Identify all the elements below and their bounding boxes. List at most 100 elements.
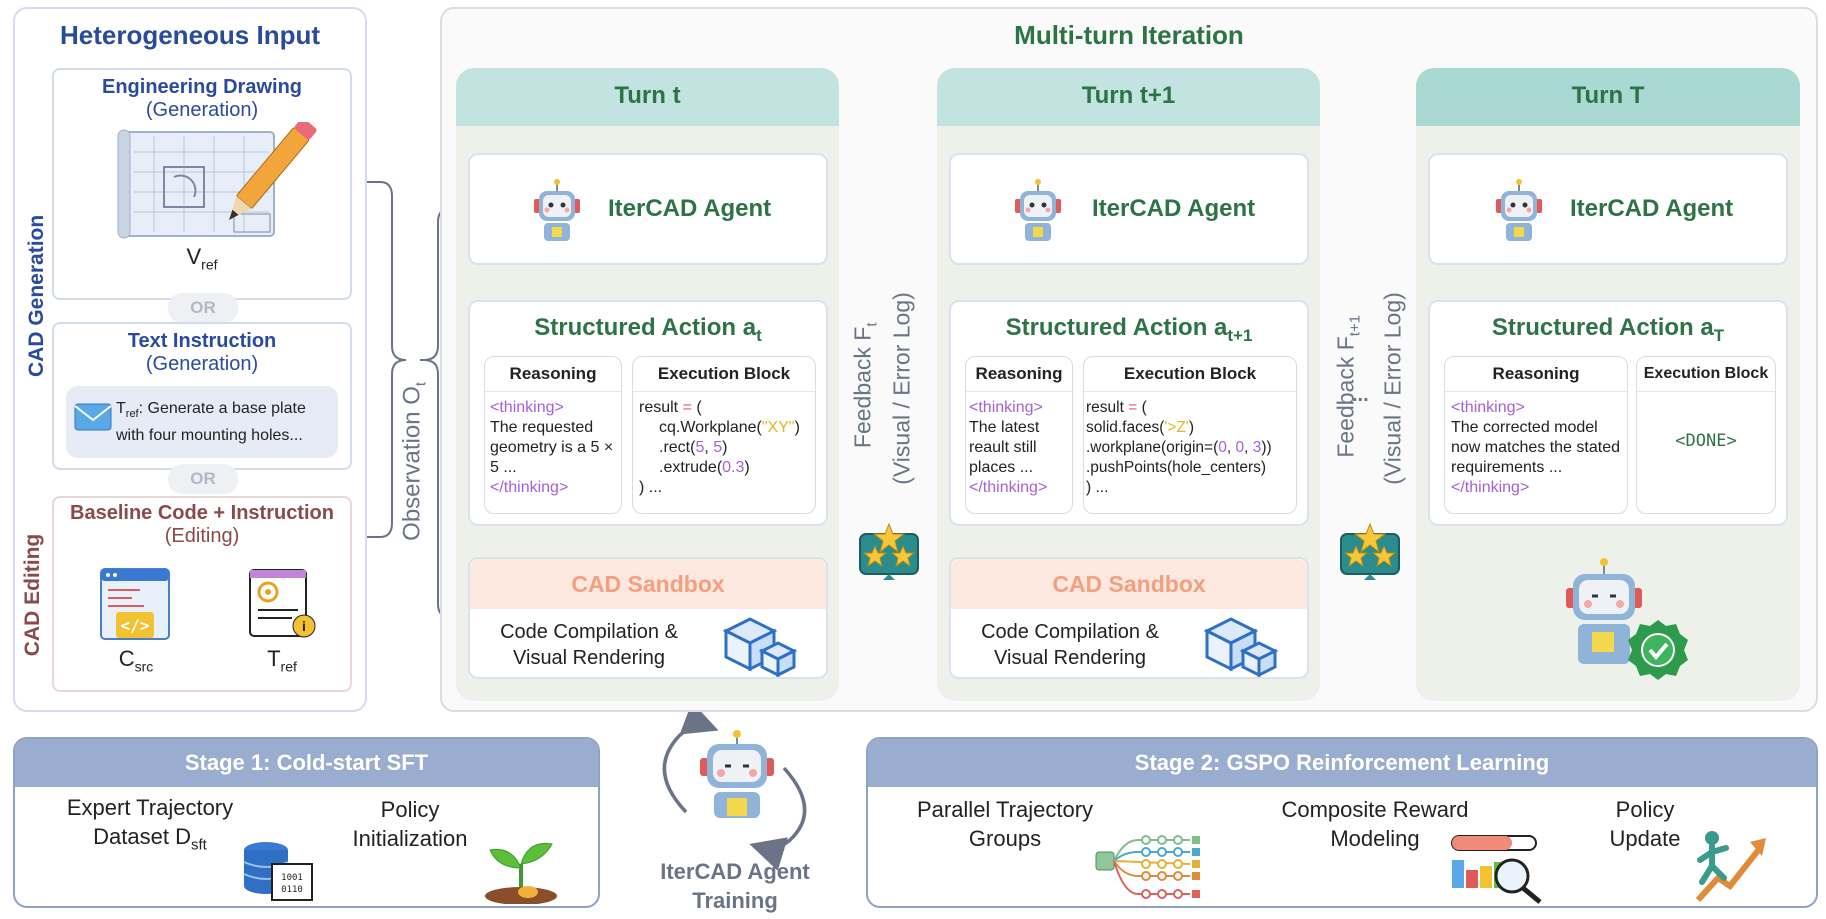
engineering-drawing-title: Engineering Drawing bbox=[101, 76, 303, 98]
training-robot-icon bbox=[700, 730, 774, 818]
feedback-t1-ellipsis: ... bbox=[1352, 384, 1369, 406]
turn-t1-sandbox-title: CAD Sandbox bbox=[951, 559, 1307, 609]
c-src-label: Csrc bbox=[118, 646, 154, 675]
training-label: IterCAD Agent Training bbox=[660, 859, 810, 913]
stage1-title: Stage 1: Cold-start SFT bbox=[15, 739, 598, 787]
turn-T-header: Turn T bbox=[1416, 68, 1800, 126]
thinking-close-tag: </thinking> bbox=[1451, 479, 1530, 496]
blueprint-pencil-icon bbox=[117, 122, 317, 239]
execution-header: Execution Block bbox=[633, 357, 815, 392]
baseline-code-subtitle: (Editing) bbox=[164, 525, 240, 547]
turn-T-reasoning-box: Reasoning <thinking> The corrected model… bbox=[1444, 356, 1628, 514]
text-instruction-title: Text Instruction bbox=[127, 330, 277, 352]
turn-t-header: Turn t bbox=[456, 68, 839, 126]
stage1-item-dataset: Expert Trajectory Dataset Dsft bbox=[66, 795, 234, 854]
cube-icon bbox=[1203, 617, 1279, 677]
reasoning-text: The corrected model now matches the stat… bbox=[1451, 419, 1620, 476]
document-settings-icon: i bbox=[249, 569, 316, 638]
v-ref-label: Vref bbox=[186, 244, 218, 273]
turn-T-execution-box: Execution Block <DONE> bbox=[1636, 356, 1776, 514]
baseline-code-box: Baseline Code + Instruction (Editing) </… bbox=[52, 496, 352, 692]
feedback-t-label: Feedback Ft bbox=[849, 322, 881, 449]
reward-magnifier-icon bbox=[1451, 835, 1542, 904]
turn-t-action-card: Structured Action at Reasoning <thinking… bbox=[468, 300, 828, 526]
turn-t-reasoning-box: Reasoning <thinking> The requested geome… bbox=[484, 356, 622, 514]
observation-label: Observation Ot bbox=[398, 381, 430, 541]
turn-t-execution-box: Execution Block result = ( cq.Workplane(… bbox=[632, 356, 816, 514]
feedback-t1-detail: (Visual / Error Log) bbox=[1379, 292, 1406, 485]
thinking-close-tag: </thinking> bbox=[490, 479, 569, 496]
stage2-box: Stage 2: GSPO Reinforcement Learning bbox=[866, 737, 1818, 908]
turn-t-code: result = ( cq.Workplane("XY") .rect(5, 5… bbox=[639, 399, 800, 496]
turn-T-agent-card: IterCAD Agent bbox=[1428, 153, 1788, 265]
training-cycle-left bbox=[662, 701, 719, 814]
turn-t1-sandbox-card: CAD Sandbox Code Compilation & Visual Re… bbox=[949, 557, 1309, 679]
stage1-item-policy-init: Policy Initialization bbox=[352, 797, 468, 851]
stage1-box: Stage 1: Cold-start SFT bbox=[13, 737, 600, 908]
reasoning-header: Reasoning bbox=[966, 357, 1072, 392]
turn-t1-action-card: Structured Action at+1 Reasoning <thinki… bbox=[949, 300, 1309, 526]
stage2-title: Stage 2: GSPO Reinforcement Learning bbox=[868, 739, 1816, 787]
cad-generation-side-label: CAD Generation bbox=[25, 214, 48, 377]
stage2-item-policy-update: Policy Update bbox=[1609, 797, 1681, 851]
feedback-t-detail: (Visual / Error Log) bbox=[888, 292, 915, 485]
turn-t-sandbox-title: CAD Sandbox bbox=[470, 559, 826, 609]
heterogeneous-input-title: Heterogeneous Input bbox=[59, 20, 320, 50]
turn-t1-reasoning-box: Reasoning <thinking> The latest reault s… bbox=[965, 356, 1073, 514]
engineering-drawing-box: Engineering Drawing (Generation) Vref bbox=[52, 68, 352, 300]
execution-header: Execution Block bbox=[1637, 357, 1775, 392]
reasoning-header: Reasoning bbox=[1445, 357, 1627, 392]
code-editor-icon: </> bbox=[100, 568, 170, 640]
cad-editing-side-label: CAD Editing bbox=[21, 533, 44, 657]
turn-T-action-title: Structured Action aT bbox=[1491, 314, 1725, 345]
t-ref-label: Tref bbox=[267, 646, 297, 675]
baseline-code-title: Baseline Code + Instruction bbox=[70, 502, 334, 524]
text-instruction-subtitle: (Generation) bbox=[145, 353, 259, 375]
cube-icon bbox=[722, 617, 798, 677]
turn-t1-sandbox-text: Code Compilation & Visual Rendering bbox=[981, 621, 1159, 669]
robot-icon bbox=[1496, 179, 1542, 241]
robot-icon bbox=[1015, 179, 1061, 241]
text-instruction-box: Text Instruction (Generation) Tref: Gene… bbox=[52, 322, 352, 470]
instruction-message-text: Tref: Generate a base plate with four mo… bbox=[116, 400, 306, 445]
turn-t-action-title: Structured Action at bbox=[534, 314, 762, 345]
sprout-icon bbox=[485, 842, 557, 904]
robot-success-icon bbox=[1566, 558, 1688, 680]
svg-text:0110: 0110 bbox=[281, 885, 303, 895]
training-cycle-right bbox=[749, 766, 807, 871]
input-merge-connector bbox=[367, 181, 407, 361]
instruction-message-bubble: Tref: Generate a base plate with four mo… bbox=[66, 386, 338, 458]
turn-t1-agent-card: IterCAD Agent bbox=[949, 153, 1309, 265]
or-separator-2: OR bbox=[168, 464, 238, 494]
or-separator-1: OR bbox=[168, 293, 238, 323]
done-token: <DONE> bbox=[1675, 431, 1737, 451]
engineering-drawing-subtitle: (Generation) bbox=[145, 99, 259, 121]
turn-T-agent-name: IterCAD Agent bbox=[1570, 195, 1734, 222]
reasoning-header: Reasoning bbox=[485, 357, 621, 392]
turn-t1-code: result = ( solid.faces('>Z') .workplane(… bbox=[1086, 399, 1272, 496]
stage2-item-parallel: Parallel Trajectory Groups bbox=[916, 797, 1094, 851]
turn-t1-agent-name: IterCAD Agent bbox=[1092, 195, 1256, 222]
thinking-open-tag: <thinking> bbox=[1451, 399, 1525, 416]
turn-t-agent-card: IterCAD Agent bbox=[468, 153, 828, 265]
svg-text:i: i bbox=[302, 618, 306, 634]
svg-text:</>: </> bbox=[121, 616, 150, 635]
reward-stars-icon bbox=[1340, 522, 1400, 580]
turn-t-sandbox-card: CAD Sandbox Code Compilation & Visual Re… bbox=[468, 557, 828, 679]
trajectory-tree-icon bbox=[1095, 835, 1200, 899]
turn-T-action-card: Structured Action aT Reasoning <thinking… bbox=[1428, 300, 1788, 526]
robot-icon bbox=[534, 179, 580, 241]
turn-t1-execution-box: Execution Block result = ( solid.faces('… bbox=[1083, 356, 1297, 514]
multi-turn-title: Multi-turn Iteration bbox=[1014, 20, 1244, 50]
svg-text:1001: 1001 bbox=[281, 873, 303, 883]
reward-stars-icon bbox=[859, 522, 919, 580]
database-icon: 1001 0110 bbox=[243, 842, 313, 901]
turn-t1-action-title: Structured Action at+1 bbox=[1005, 314, 1253, 345]
thinking-open-tag: <thinking> bbox=[490, 399, 564, 416]
reasoning-text: The requested geometry is a 5 × 5 ... bbox=[490, 419, 614, 476]
turn-t-agent-name: IterCAD Agent bbox=[608, 195, 772, 222]
execution-header: Execution Block bbox=[1084, 357, 1296, 392]
turn-t1-header: Turn t+1 bbox=[937, 68, 1320, 126]
thinking-close-tag: </thinking> bbox=[969, 479, 1048, 496]
turn-t-sandbox-text: Code Compilation & Visual Rendering bbox=[500, 621, 678, 669]
